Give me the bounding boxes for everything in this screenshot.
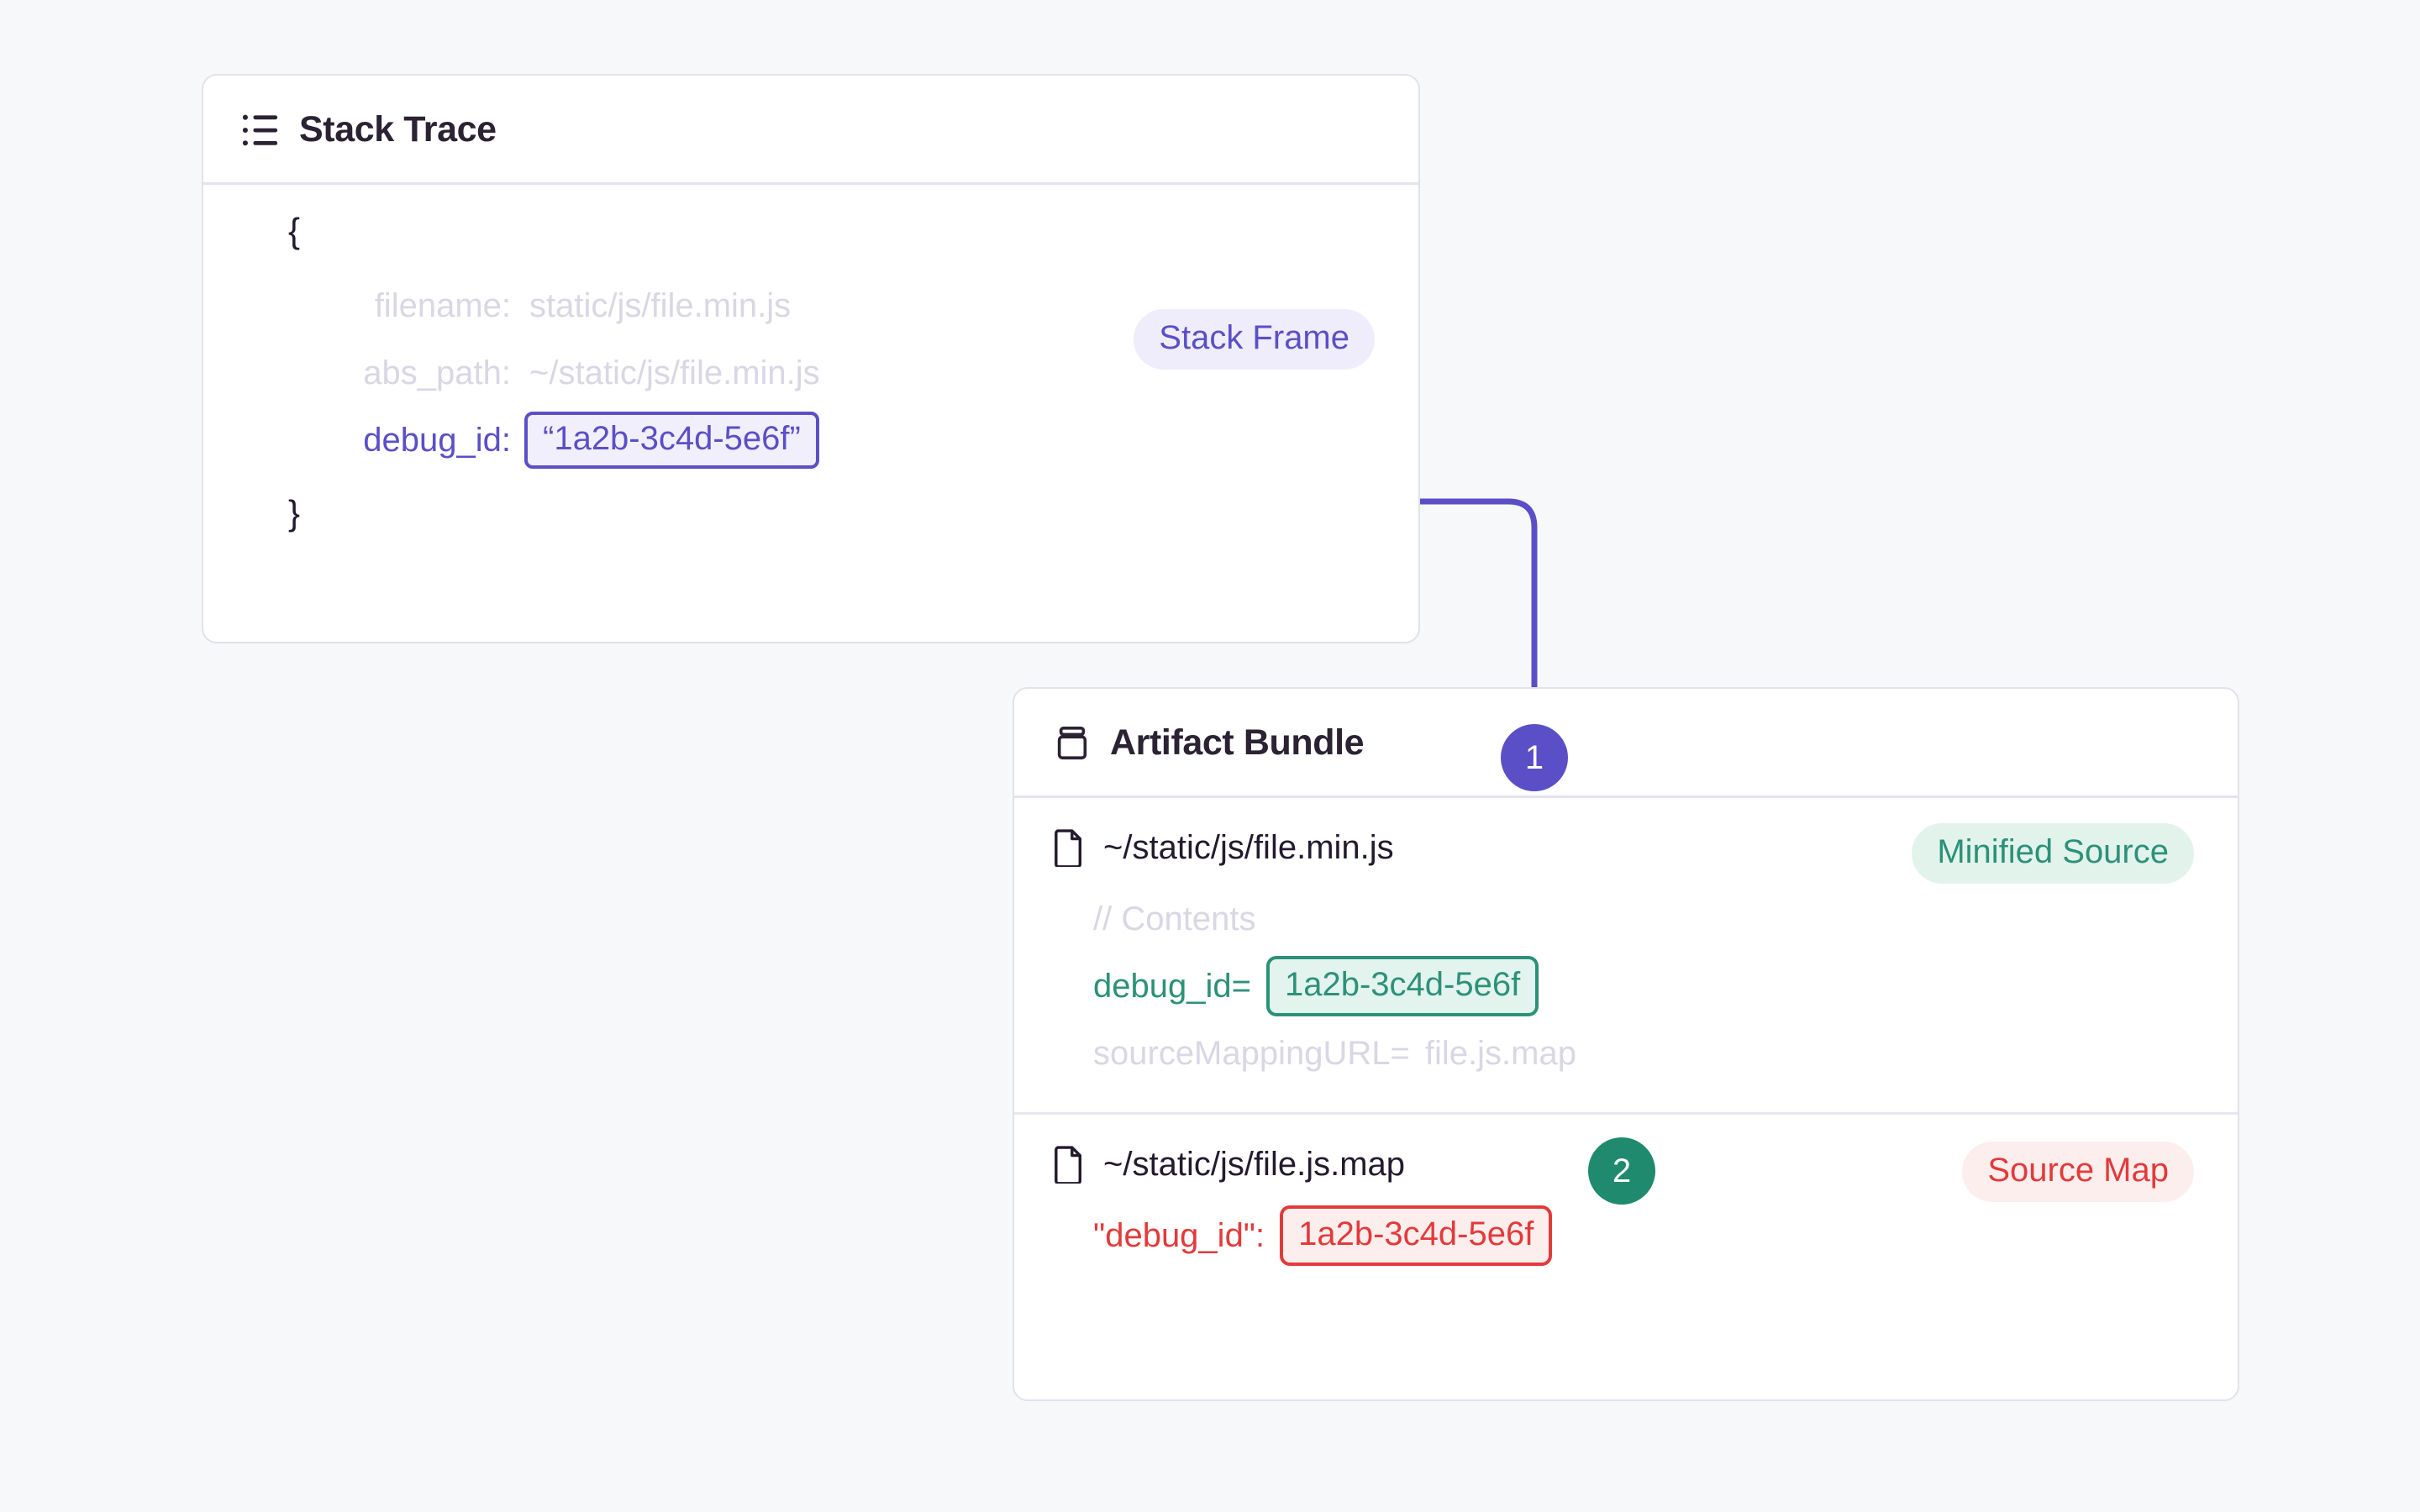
minified-debug-id-line: debug_id= 1a2b-3c4d-5e6f bbox=[1053, 953, 2199, 1020]
sourcemap-debug-id-chip[interactable]: 1a2b-3c4d-5e6f bbox=[1280, 1205, 1553, 1266]
minified-debug-id-key: debug_id= bbox=[1093, 967, 1251, 1005]
artifact-section-divider bbox=[1014, 1112, 2238, 1115]
package-icon bbox=[1053, 724, 1092, 763]
artifact-bundle-panel: Artifact Bundle ~/static/js/file.min.js … bbox=[1013, 687, 2239, 1401]
minified-sourcemappingurl-value: file.js.map bbox=[1424, 1034, 1576, 1072]
stack-trace-panel: Stack Trace { filename: static/js/file.m… bbox=[202, 74, 1420, 643]
sourcemap-debug-id-line: "debug_id": 1a2b-3c4d-5e6f bbox=[1053, 1202, 2199, 1269]
stack-trace-debug-id-chip[interactable]: “1a2b-3c4d-5e6f” bbox=[524, 412, 819, 469]
stack-frame-badge: Stack Frame bbox=[1134, 309, 1375, 370]
field-abs-path: abs_path: ~/static/js/file.min.js bbox=[242, 339, 1380, 407]
field-debug-id: debug_id: “1a2b-3c4d-5e6f” bbox=[242, 407, 1380, 474]
field-filename: filename: static/js/file.min.js bbox=[242, 272, 1380, 339]
field-debug-id-key: debug_id: bbox=[363, 421, 511, 459]
file-icon bbox=[1053, 828, 1085, 867]
artifact-file-minified: ~/static/js/file.min.js // Contents debu… bbox=[1014, 798, 2238, 1112]
minified-source-badge: Minified Source bbox=[1912, 823, 2194, 884]
minified-debug-id-chip[interactable]: 1a2b-3c4d-5e6f bbox=[1265, 956, 1539, 1016]
stack-trace-body: { filename: static/js/file.min.js abs_pa… bbox=[203, 185, 1418, 564]
json-open-brace: { bbox=[288, 211, 301, 250]
sourcemap-file-row: ~/static/js/file.js.map bbox=[1053, 1145, 2199, 1184]
field-filename-value: static/js/file.min.js bbox=[529, 286, 792, 324]
stack-trace-header: Stack Trace bbox=[203, 76, 1418, 185]
sourcemap-file-name: ~/static/js/file.js.map bbox=[1103, 1145, 1406, 1183]
json-close-brace: } bbox=[288, 493, 301, 533]
stack-trace-title: Stack Trace bbox=[299, 109, 497, 150]
artifact-bundle-header: Artifact Bundle bbox=[1014, 689, 2238, 798]
sourcemap-debug-id-key: "debug_id": bbox=[1093, 1216, 1265, 1254]
minified-file-row: ~/static/js/file.min.js bbox=[1053, 828, 2199, 867]
file-icon bbox=[1053, 1145, 1085, 1184]
artifact-file-sourcemap: ~/static/js/file.js.map "debug_id": 1a2b… bbox=[1014, 1115, 2238, 1294]
field-filename-key: filename: bbox=[374, 286, 511, 324]
source-map-badge: Source Map bbox=[1962, 1142, 2194, 1202]
field-abs-path-value: ~/static/js/file.min.js bbox=[529, 354, 820, 391]
step-marker-2[interactable]: 2 bbox=[1588, 1137, 1655, 1205]
artifact-bundle-title: Artifact Bundle bbox=[1110, 722, 1365, 763]
minified-file-name: ~/static/js/file.min.js bbox=[1103, 828, 1394, 866]
minified-sourcemappingurl-key: sourceMappingURL= bbox=[1093, 1034, 1410, 1072]
step-marker-1[interactable]: 1 bbox=[1501, 724, 1568, 791]
minified-contents-comment: // Contents bbox=[1093, 900, 1256, 937]
minified-sourcemappingurl-line: sourceMappingURL= file.js.map bbox=[1053, 1020, 2199, 1087]
list-icon bbox=[242, 113, 281, 148]
field-abs-path-key: abs_path: bbox=[363, 354, 511, 391]
